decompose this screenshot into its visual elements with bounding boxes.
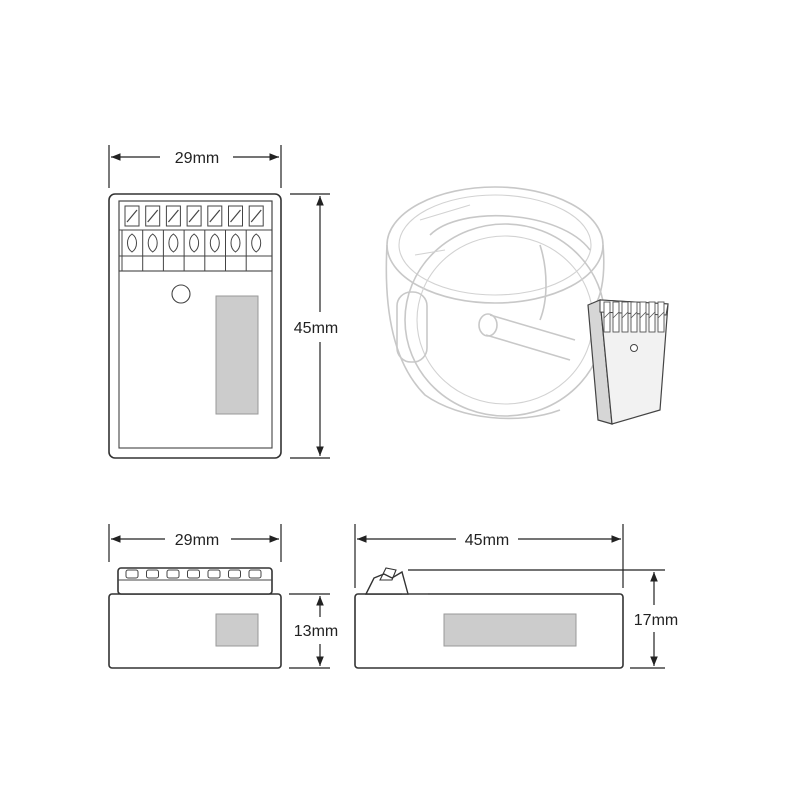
side-height-dimension: 17mm [408,569,678,669]
wire-entry [189,233,200,253]
top-label-patch [215,613,259,647]
wire-entry [209,233,220,253]
top-width-label: 29mm [175,532,219,549]
top-screw-head [146,569,159,579]
top-screw-head [187,569,200,579]
iso-terminal-slot [603,311,611,319]
front-width-dimension: 29mm [108,145,282,188]
top-screw-head [248,569,262,579]
side-view [354,567,624,669]
terminal-screw-slot [167,209,179,223]
top-screw-head [207,569,221,579]
front-height-label: 45mm [294,320,338,337]
top-view [108,567,282,669]
terminal-screw-slot [147,209,159,223]
front-height-dimension: 45mm [290,193,338,459]
iso-terminal [612,301,620,333]
top-height-label: 13mm [294,623,338,640]
side-label-patch [443,613,577,647]
front-label-patch [215,295,259,415]
front-terminal-screws [121,205,264,271]
iso-terminal-slot [630,311,638,319]
terminal-screw-slot [209,209,221,223]
wire-entry [127,233,137,253]
front-view [108,193,282,459]
side-terminal-profile [364,570,409,595]
led-hole [171,284,191,304]
terminal-screw-slot [250,209,262,223]
iso-terminal [648,301,656,333]
wire-entry [168,233,179,253]
iso-terminal-slot [639,311,647,319]
side-width-label: 45mm [465,532,509,549]
iso-terminal-slot [648,311,656,319]
side-width-dimension: 45mm [354,524,624,588]
top-screw-head [125,569,139,579]
terminal-screw-slot [230,209,241,223]
iso-terminal-slot [657,311,665,319]
iso-terminal [621,301,629,333]
terminal-screw-slot [126,209,138,223]
front-terminal-strip [118,200,273,272]
top-height-dimension: 13mm [289,593,338,669]
side-height-label: 17mm [634,612,678,629]
iso-terminal-slot [621,311,629,319]
top-screw-head [228,569,241,579]
iso-terminal-slot [612,311,620,319]
top-screw-head [166,569,180,579]
wire-entry [251,233,262,253]
iso-terminal [630,301,638,333]
wire-entry [230,233,241,253]
top-width-dimension: 29mm [108,524,282,562]
front-width-label: 29mm [175,150,219,167]
module-3d [587,299,669,425]
top-terminal-screws [125,569,262,579]
iso-terminal [657,301,665,333]
iso-terminal [603,301,611,333]
wire-entry [147,233,158,253]
flush-box-illustration [385,186,669,425]
iso-terminal [639,301,647,333]
terminal-screw-slot [188,209,200,223]
